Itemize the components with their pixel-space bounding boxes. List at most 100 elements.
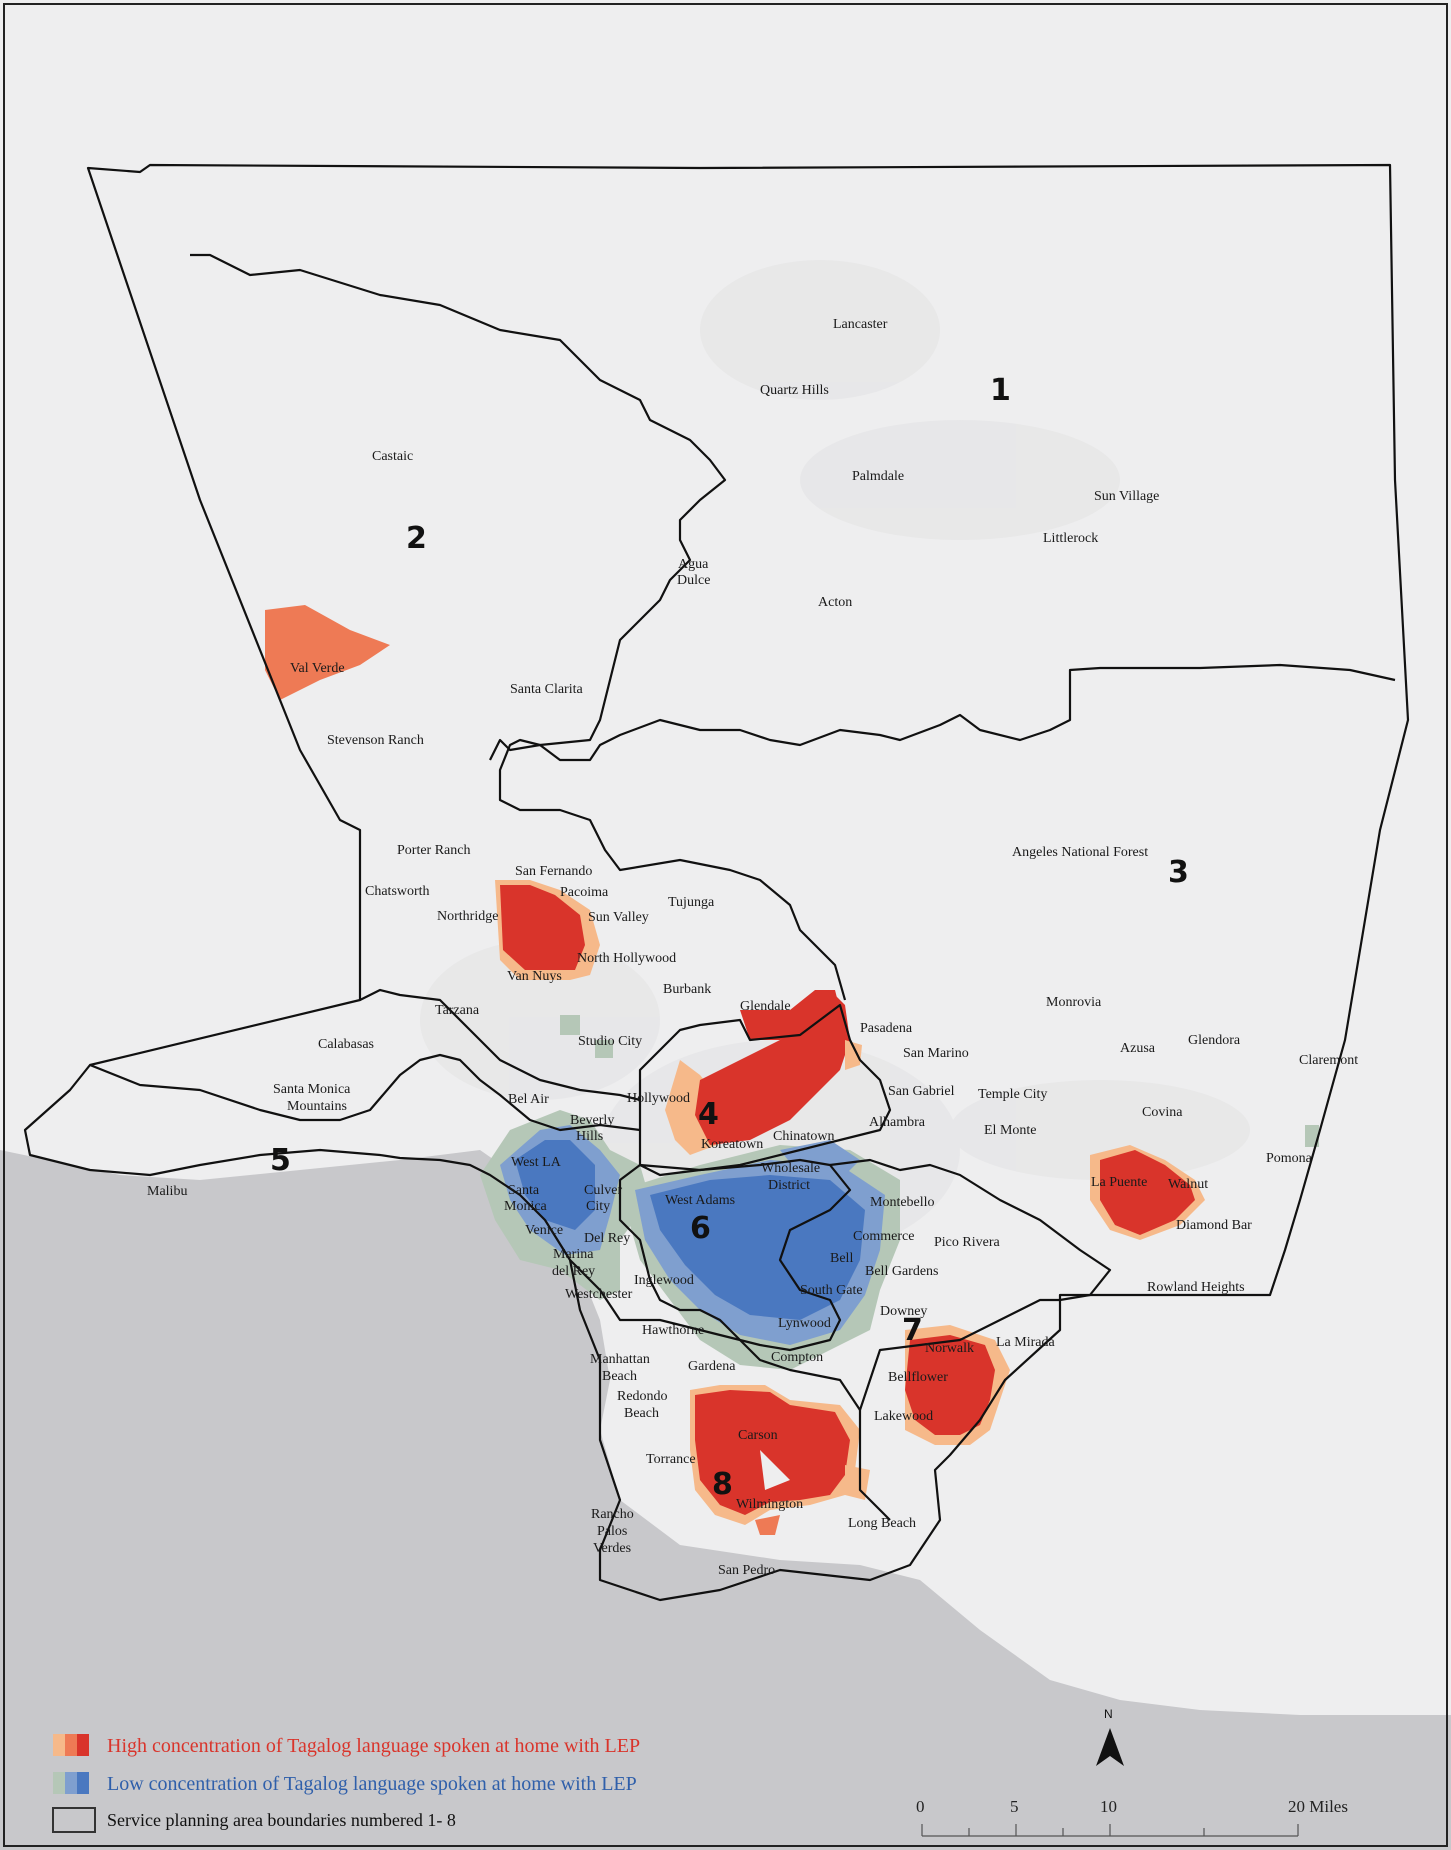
scale-label: 10 — [1100, 1797, 1117, 1816]
place-label: La Puente — [1091, 1175, 1147, 1190]
place-label: Bel Air — [508, 1092, 549, 1107]
place-label: Wholesale — [761, 1161, 820, 1176]
place-label: Hollywood — [627, 1091, 690, 1106]
legend-low-swatch-mid — [65, 1772, 77, 1794]
place-label: North Hollywood — [577, 951, 676, 966]
spa-number: 1 — [990, 373, 1011, 408]
place-label: Bell Gardens — [865, 1264, 938, 1279]
place-label: Angeles National Forest — [1012, 845, 1148, 860]
place-label: Downey — [880, 1304, 927, 1319]
legend-boundary-swatch — [52, 1807, 96, 1833]
place-label: Torrance — [646, 1452, 696, 1467]
place-label: Castaic — [372, 449, 413, 464]
spa-5-boundary — [89, 1053, 641, 1132]
place-label: Monrovia — [1046, 995, 1102, 1010]
place-label: Hawthorne — [642, 1323, 704, 1338]
place-label: Monica — [504, 1199, 548, 1214]
legend-low-swatch-dark — [77, 1772, 89, 1794]
place-label: Long Beach — [848, 1516, 916, 1531]
place-label: El Monte — [984, 1123, 1037, 1138]
scale-label: 5 — [1010, 1797, 1019, 1816]
legend-high-swatch-light — [53, 1734, 65, 1756]
ocean — [0, 1150, 1451, 1850]
place-label: Culver — [584, 1183, 622, 1198]
place-label: Northridge — [437, 909, 498, 924]
legend: High concentration of Tagalog language s… — [52, 1734, 640, 1833]
spa-number: 2 — [406, 521, 427, 556]
spa-number: 8 — [712, 1467, 733, 1502]
place-label: Montebello — [870, 1195, 935, 1210]
place-label: Porter Ranch — [397, 843, 470, 858]
map-frame — [3, 3, 1448, 1847]
legend-high-swatch-dark — [77, 1734, 89, 1756]
spa-number: 5 — [270, 1143, 291, 1178]
scale-bar — [921, 1824, 1299, 1837]
place-label: Studio City — [578, 1034, 642, 1049]
place-label: Hills — [576, 1129, 603, 1144]
place-label: Westchester — [565, 1287, 633, 1302]
place-label: Temple City — [978, 1087, 1047, 1102]
scale-label: 20 Miles — [1288, 1797, 1348, 1816]
legend-boundary-label: Service planning area boundaries numbere… — [107, 1810, 456, 1830]
place-label: Gardena — [688, 1359, 736, 1374]
place-label: Carson — [738, 1428, 778, 1443]
place-label: Pomona — [1266, 1151, 1313, 1166]
place-label: Tarzana — [435, 1003, 480, 1018]
low-concentration-areas — [480, 1015, 1319, 1370]
place-label: Santa Monica — [273, 1082, 351, 1097]
place-label: Sun Village — [1094, 489, 1159, 504]
place-label: City — [586, 1199, 610, 1214]
place-label: Rowland Heights — [1147, 1280, 1245, 1295]
place-label: Verdes — [593, 1541, 631, 1556]
place-label: del Rey — [552, 1264, 595, 1279]
place-label: Manhattan — [590, 1352, 650, 1367]
place-label: Pasadena — [860, 1021, 913, 1036]
place-label: San Fernando — [515, 864, 592, 879]
place-label: Santa — [508, 1183, 540, 1198]
place-label: Redondo — [617, 1389, 668, 1404]
place-label: Littlerock — [1043, 531, 1098, 546]
place-label: Lynwood — [778, 1316, 831, 1331]
place-label: Agua — [678, 557, 709, 572]
legend-high-swatch-mid — [65, 1734, 77, 1756]
legend-high-label: High concentration of Tagalog language s… — [107, 1735, 640, 1757]
spa-2-5-boundary — [359, 988, 641, 1102]
place-label: Venice — [525, 1223, 563, 1238]
place-label: Alhambra — [869, 1115, 926, 1130]
spa-number: 7 — [902, 1313, 923, 1348]
spa-4-boundary — [638, 1003, 892, 1177]
place-label: Beverly — [570, 1113, 614, 1128]
place-label: Glendora — [1188, 1033, 1241, 1048]
place-label: Norwalk — [925, 1341, 974, 1356]
place-label: Claremont — [1299, 1053, 1358, 1068]
north-arrow-label: N — [1104, 1707, 1113, 1721]
place-label: Calabasas — [318, 1037, 374, 1052]
place-label: San Gabriel — [888, 1084, 955, 1099]
place-label: Chatsworth — [365, 884, 430, 899]
place-label: Lakewood — [874, 1409, 933, 1424]
spa-number: 3 — [1168, 855, 1189, 890]
place-label: Compton — [771, 1350, 823, 1365]
place-label: Bellflower — [888, 1370, 948, 1385]
place-label: Mountains — [287, 1099, 347, 1114]
place-label: Malibu — [147, 1184, 187, 1199]
spa-boundaries — [23, 163, 1410, 1602]
place-label: San Pedro — [718, 1563, 775, 1578]
place-label: West Adams — [665, 1193, 735, 1208]
legend-low-label: Low concentration of Tagalog language sp… — [107, 1773, 637, 1795]
place-label: Koreatown — [701, 1137, 763, 1152]
place-label: Stevenson Ranch — [327, 733, 424, 748]
place-label: Diamond Bar — [1176, 1218, 1252, 1233]
place-labels: Lancaster Quartz Hills Palmdale Sun Vill… — [147, 317, 1358, 1578]
place-label: Dulce — [677, 573, 710, 588]
place-label: Pico Rivera — [934, 1235, 1000, 1250]
place-label: Commerce — [853, 1229, 914, 1244]
place-label: Beach — [602, 1369, 637, 1384]
county-boundary — [23, 163, 1410, 1602]
place-label: Palos — [597, 1524, 627, 1539]
place-label: District — [768, 1178, 810, 1193]
place-label: Walnut — [1168, 1177, 1208, 1192]
spa-1-2-boundary — [190, 253, 727, 761]
place-label: Azusa — [1120, 1041, 1156, 1056]
